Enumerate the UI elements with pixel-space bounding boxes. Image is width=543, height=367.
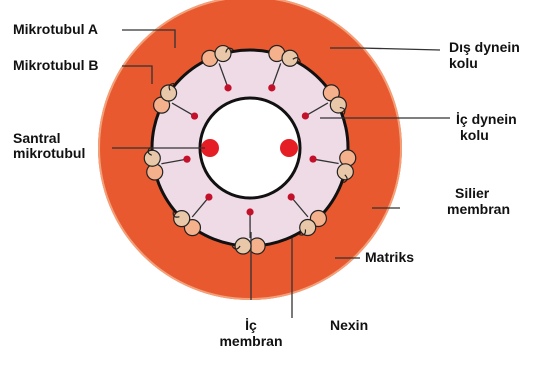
radial-spoke-head bbox=[205, 193, 212, 200]
label-dis-dynein-line1: Dış dynein bbox=[449, 40, 520, 55]
radial-spoke-head bbox=[246, 208, 253, 215]
label-nexin: Nexin bbox=[330, 318, 368, 333]
label-dis-dynein-line2: kolu bbox=[449, 56, 478, 71]
microtubule-b bbox=[174, 211, 190, 227]
label-silier-line1: Silier bbox=[455, 186, 489, 201]
radial-spoke-head bbox=[302, 112, 309, 119]
label-silier-line2: membran bbox=[447, 202, 510, 217]
radial-spoke-head bbox=[268, 84, 275, 91]
radial-spoke-head bbox=[183, 156, 190, 163]
radial-spoke-head bbox=[309, 155, 316, 162]
label-ic-dynein-line2: kolu bbox=[460, 128, 489, 143]
radial-spoke-head bbox=[191, 112, 198, 119]
microtubule-b bbox=[300, 220, 316, 236]
radial-spoke-head bbox=[288, 193, 295, 200]
label-matriks: Matriks bbox=[365, 250, 414, 265]
label-santral-line1: Santral bbox=[13, 131, 60, 146]
label-ic-membran-line2: membran bbox=[206, 334, 296, 349]
microtubule-b bbox=[337, 164, 353, 180]
microtubule-b bbox=[330, 97, 346, 113]
label-mikrotubul-a: Mikrotubul A bbox=[13, 22, 98, 37]
label-mikrotubul-b: Mikrotubul B bbox=[13, 58, 99, 73]
label-santral-line2: mikrotubul bbox=[13, 146, 85, 161]
label-ic-dynein-line1: İç dynein bbox=[456, 112, 517, 127]
radial-spoke-head bbox=[224, 84, 231, 91]
label-ic-membran-line1: İç bbox=[226, 318, 276, 333]
central-microtubule-right bbox=[280, 139, 298, 157]
microtubule-b bbox=[144, 150, 160, 166]
microtubule-b bbox=[235, 238, 251, 254]
